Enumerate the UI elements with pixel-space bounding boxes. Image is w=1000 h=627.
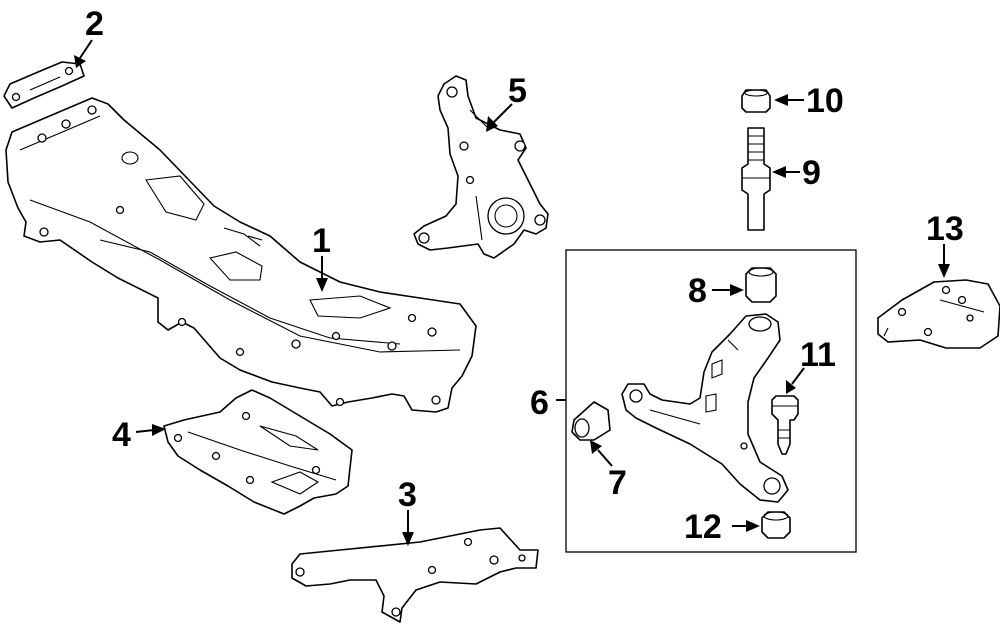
part-5-knuckle: [413, 75, 549, 259]
callout-13: 13: [926, 210, 964, 248]
part-13-bracket: [877, 279, 1000, 349]
callout-1: 1: [312, 222, 331, 260]
part-10-nut: [741, 89, 771, 113]
callout-2: 2: [85, 5, 104, 43]
callout-10: 10: [806, 82, 844, 120]
part-11-ball-joint: [771, 395, 799, 455]
callout-9: 9: [802, 154, 821, 192]
part-1-subframe: [5, 97, 477, 413]
callout-11: 11: [800, 336, 836, 374]
callout-4: 4: [112, 416, 131, 454]
leader-arrows: [74, 39, 950, 546]
callout-6: 6: [530, 384, 549, 422]
part-12-nut: [761, 511, 791, 539]
part-9-stud: [741, 127, 771, 231]
part-6-control-arm: [621, 313, 789, 503]
part-8-bushing: [745, 267, 777, 303]
callout-5: 5: [508, 72, 527, 110]
part-2-bracket: [3, 61, 85, 109]
part-4-under-cover: [163, 389, 353, 515]
callout-8: 8: [688, 272, 707, 310]
part-7-bushing: [571, 401, 611, 441]
callout-12: 12: [684, 508, 722, 546]
part-3-plate: [291, 527, 539, 623]
callout-7: 7: [608, 464, 627, 502]
callout-3: 3: [398, 476, 417, 514]
